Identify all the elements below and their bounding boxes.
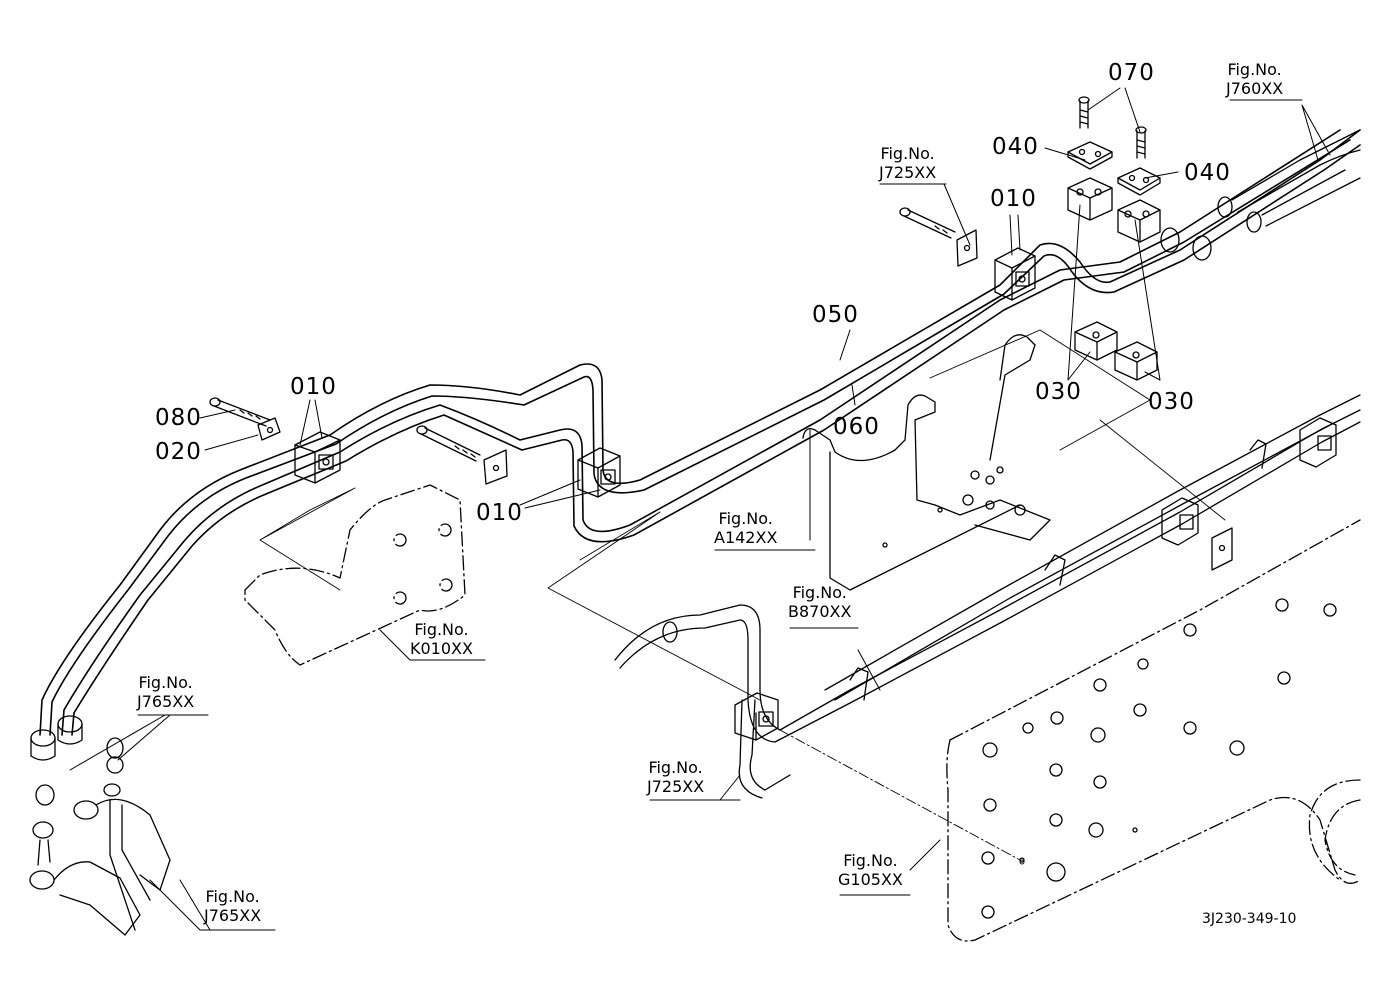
fig-ref-prefix: Fig.No. xyxy=(205,887,260,906)
part-label-020: 020 xyxy=(155,439,202,465)
part-label-080: 080 xyxy=(155,405,202,431)
fig-ref-code: K010XX xyxy=(410,639,473,659)
fig-ref-prefix: Fig.No. xyxy=(880,144,935,163)
part-label-010-left: 010 xyxy=(290,374,337,400)
clamp-030-upper-left xyxy=(1068,178,1112,220)
bolt-080-middle xyxy=(417,426,507,484)
fittings-j765 xyxy=(30,738,170,935)
fig-ref-prefix: Fig.No. xyxy=(138,673,193,692)
fig-ref-j765-top: Fig.No. J765XX xyxy=(137,673,194,711)
part-label-040-right: 040 xyxy=(1184,160,1231,186)
fig-ref-j765-bottom: Fig.No. J765XX xyxy=(204,887,261,925)
pipe-050 xyxy=(40,130,1360,735)
fig-ref-code: J765XX xyxy=(137,692,195,712)
clamp-j725-bottom xyxy=(735,693,778,740)
clamp-030-upper-right xyxy=(1118,200,1160,242)
fig-ref-prefix: Fig.No. xyxy=(1227,60,1282,79)
fig-ref-j725-bottom: Fig.No. J725XX xyxy=(647,758,704,796)
fig-ref-prefix: Fig.No. xyxy=(843,851,898,870)
bolt-070-right xyxy=(1136,127,1146,158)
part-label-010-middle: 010 xyxy=(476,500,523,526)
fig-ref-code: G105XX xyxy=(838,870,903,890)
fig-ref-code: J725XX xyxy=(879,163,937,183)
part-label-060: 060 xyxy=(833,414,880,440)
diagram-code: 3J230-349-10 xyxy=(1202,911,1297,927)
part-label-030-left: 030 xyxy=(1035,379,1082,405)
fig-ref-g105: Fig.No. G105XX xyxy=(838,851,903,889)
clamp-010-left xyxy=(295,432,340,483)
bracket-a142 xyxy=(803,335,1050,590)
fig-ref-b870: Fig.No. B870XX xyxy=(788,583,851,621)
frame-g105 xyxy=(947,520,1360,941)
pipe-fittings-right xyxy=(1161,130,1360,260)
k010-component xyxy=(245,485,465,665)
clamp-030-lower-left xyxy=(1075,322,1117,360)
clamp-010-middle xyxy=(578,448,620,497)
frame-clamps xyxy=(850,418,1336,700)
hose-b870 xyxy=(615,395,1360,798)
part-label-040-left: 040 xyxy=(992,134,1039,160)
fig-ref-j725-top: Fig.No. J725XX xyxy=(879,144,936,182)
clamp-030-lower-right xyxy=(1115,342,1157,380)
fig-ref-code: J760XX xyxy=(1226,79,1284,99)
clamp-010-right xyxy=(995,248,1035,300)
reference-lines xyxy=(260,330,1225,864)
fig-ref-prefix: Fig.No. xyxy=(648,758,703,777)
bolt-080-left xyxy=(210,398,280,440)
fig-ref-code: B870XX xyxy=(788,602,852,622)
fig-ref-code: J765XX xyxy=(204,906,262,926)
pipe-end-nuts xyxy=(31,716,82,760)
fig-ref-prefix: Fig.No. xyxy=(414,620,469,639)
part-label-010-right: 010 xyxy=(990,186,1037,212)
frame-holes xyxy=(982,599,1336,918)
bolt-080-right xyxy=(900,208,977,266)
part-label-070: 070 xyxy=(1108,60,1155,86)
bolt-070-left xyxy=(1079,97,1089,128)
fig-ref-k010: Fig.No. K010XX xyxy=(410,620,473,658)
fig-ref-j760: Fig.No. J760XX xyxy=(1226,60,1283,98)
fig-ref-code: A142XX xyxy=(714,528,778,548)
plate-040-right xyxy=(1118,168,1160,195)
plate-040-left xyxy=(1068,142,1112,169)
fig-ref-a142: Fig.No. A142XX xyxy=(714,509,777,547)
pipe-060 xyxy=(62,130,1350,735)
part-label-030-right: 030 xyxy=(1148,389,1195,415)
fig-ref-prefix: Fig.No. xyxy=(718,509,773,528)
part-label-050: 050 xyxy=(812,302,859,328)
fig-ref-code: J725XX xyxy=(647,777,705,797)
fig-ref-prefix: Fig.No. xyxy=(792,583,847,602)
leader-lines xyxy=(70,88,1330,930)
